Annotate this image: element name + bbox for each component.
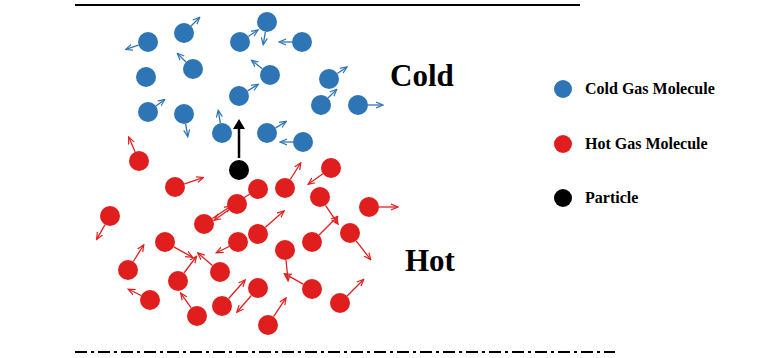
thermophoretic-arrow xyxy=(238,124,241,158)
velocity-arrow xyxy=(237,296,251,312)
gas-molecule xyxy=(194,214,214,234)
velocity-arrow xyxy=(248,30,257,36)
gas-molecule xyxy=(229,86,249,106)
gas-molecule xyxy=(138,32,158,52)
gas-molecule xyxy=(292,32,312,52)
molecules xyxy=(97,12,397,335)
gas-molecule xyxy=(155,232,175,252)
gas-molecule xyxy=(227,194,247,214)
gas-molecule xyxy=(118,260,138,280)
gas-molecule xyxy=(174,23,194,43)
gas-molecule xyxy=(302,279,322,299)
velocity-arrow xyxy=(309,174,323,184)
velocity-arrow xyxy=(217,246,229,252)
gas-molecule xyxy=(302,232,322,252)
gas-molecule xyxy=(293,132,313,152)
gas-molecule xyxy=(257,12,277,32)
legend-text: Hot Gas Molecule xyxy=(585,135,708,153)
gas-molecule xyxy=(311,95,331,115)
velocity-arrow xyxy=(129,290,141,296)
velocity-arrow xyxy=(178,54,186,62)
velocity-arrow xyxy=(184,257,196,273)
velocity-arrow xyxy=(379,206,397,207)
velocity-arrow xyxy=(212,206,230,218)
velocity-arrow xyxy=(184,178,202,184)
gas-molecule xyxy=(275,178,295,198)
gas-molecule xyxy=(136,67,156,87)
velocity-arrow xyxy=(198,253,212,265)
legend-swatch xyxy=(554,135,572,153)
velocity-arrow xyxy=(129,138,135,152)
top-wall xyxy=(75,4,580,6)
gas-molecule xyxy=(165,177,185,197)
gas-molecule xyxy=(275,240,295,260)
velocity-arrow xyxy=(290,164,300,180)
velocity-arrow xyxy=(337,67,346,73)
legend-text: Cold Gas Molecule xyxy=(585,80,715,98)
velocity-arrow xyxy=(281,141,293,142)
velocity-arrow xyxy=(274,299,286,317)
gas-molecule xyxy=(248,278,268,298)
gas-molecule xyxy=(212,123,232,143)
velocity-arrow xyxy=(215,210,229,220)
gas-molecule xyxy=(340,223,360,243)
velocity-arrow xyxy=(252,61,262,69)
velocity-arrow xyxy=(263,32,265,44)
velocity-arrow xyxy=(265,211,283,227)
gas-molecule xyxy=(210,262,230,282)
gas-molecule xyxy=(129,151,149,171)
legend-swatch xyxy=(554,80,572,98)
gas-molecule xyxy=(100,206,120,226)
gas-molecule xyxy=(321,158,341,178)
velocity-arrow xyxy=(356,241,370,259)
region-label: Cold xyxy=(390,58,454,94)
velocity-arrow xyxy=(326,205,338,223)
symmetry-axis xyxy=(75,351,615,353)
gas-molecule xyxy=(330,293,350,313)
particle xyxy=(229,160,249,180)
velocity-arrow xyxy=(218,111,220,123)
velocity-arrow xyxy=(174,247,192,257)
velocity-arrow xyxy=(186,124,188,136)
gas-molecule xyxy=(260,65,280,85)
velocity-arrow xyxy=(97,225,105,239)
velocity-arrow xyxy=(181,294,191,308)
gas-molecule xyxy=(248,179,268,199)
velocity-arrow xyxy=(347,280,363,296)
velocity-arrow xyxy=(285,274,303,284)
gas-molecule xyxy=(212,296,232,316)
legend-text: Particle xyxy=(585,189,638,207)
gas-molecule xyxy=(230,32,250,52)
gas-molecule xyxy=(140,290,160,310)
gas-molecule xyxy=(310,187,330,207)
gas-molecule xyxy=(359,197,379,217)
gas-molecule xyxy=(348,95,368,115)
gas-molecule xyxy=(187,306,207,326)
velocity-arrow xyxy=(328,90,336,98)
velocity-arrow xyxy=(133,246,143,262)
gas-molecule xyxy=(257,123,277,143)
velocity-arrow xyxy=(276,122,286,128)
velocity-arrow xyxy=(280,41,292,42)
velocity-arrow xyxy=(156,100,164,106)
gas-molecule xyxy=(138,102,158,122)
gas-molecule xyxy=(258,315,278,335)
velocity-arrow xyxy=(248,85,258,91)
velocity-arrow xyxy=(127,45,139,49)
region-label: Hot xyxy=(405,243,455,279)
velocity-arrow xyxy=(319,217,337,235)
gas-molecule xyxy=(248,224,268,244)
legend-swatch xyxy=(554,189,572,207)
velocity-arrow xyxy=(229,281,245,299)
gas-molecule xyxy=(174,104,194,124)
gas-molecule xyxy=(319,69,339,89)
gas-molecule xyxy=(228,232,248,252)
gas-molecule xyxy=(168,271,188,291)
velocity-arrow xyxy=(368,104,382,105)
velocity-arrow xyxy=(191,18,199,26)
gas-molecule xyxy=(183,59,203,79)
velocity-arrow xyxy=(286,260,288,280)
